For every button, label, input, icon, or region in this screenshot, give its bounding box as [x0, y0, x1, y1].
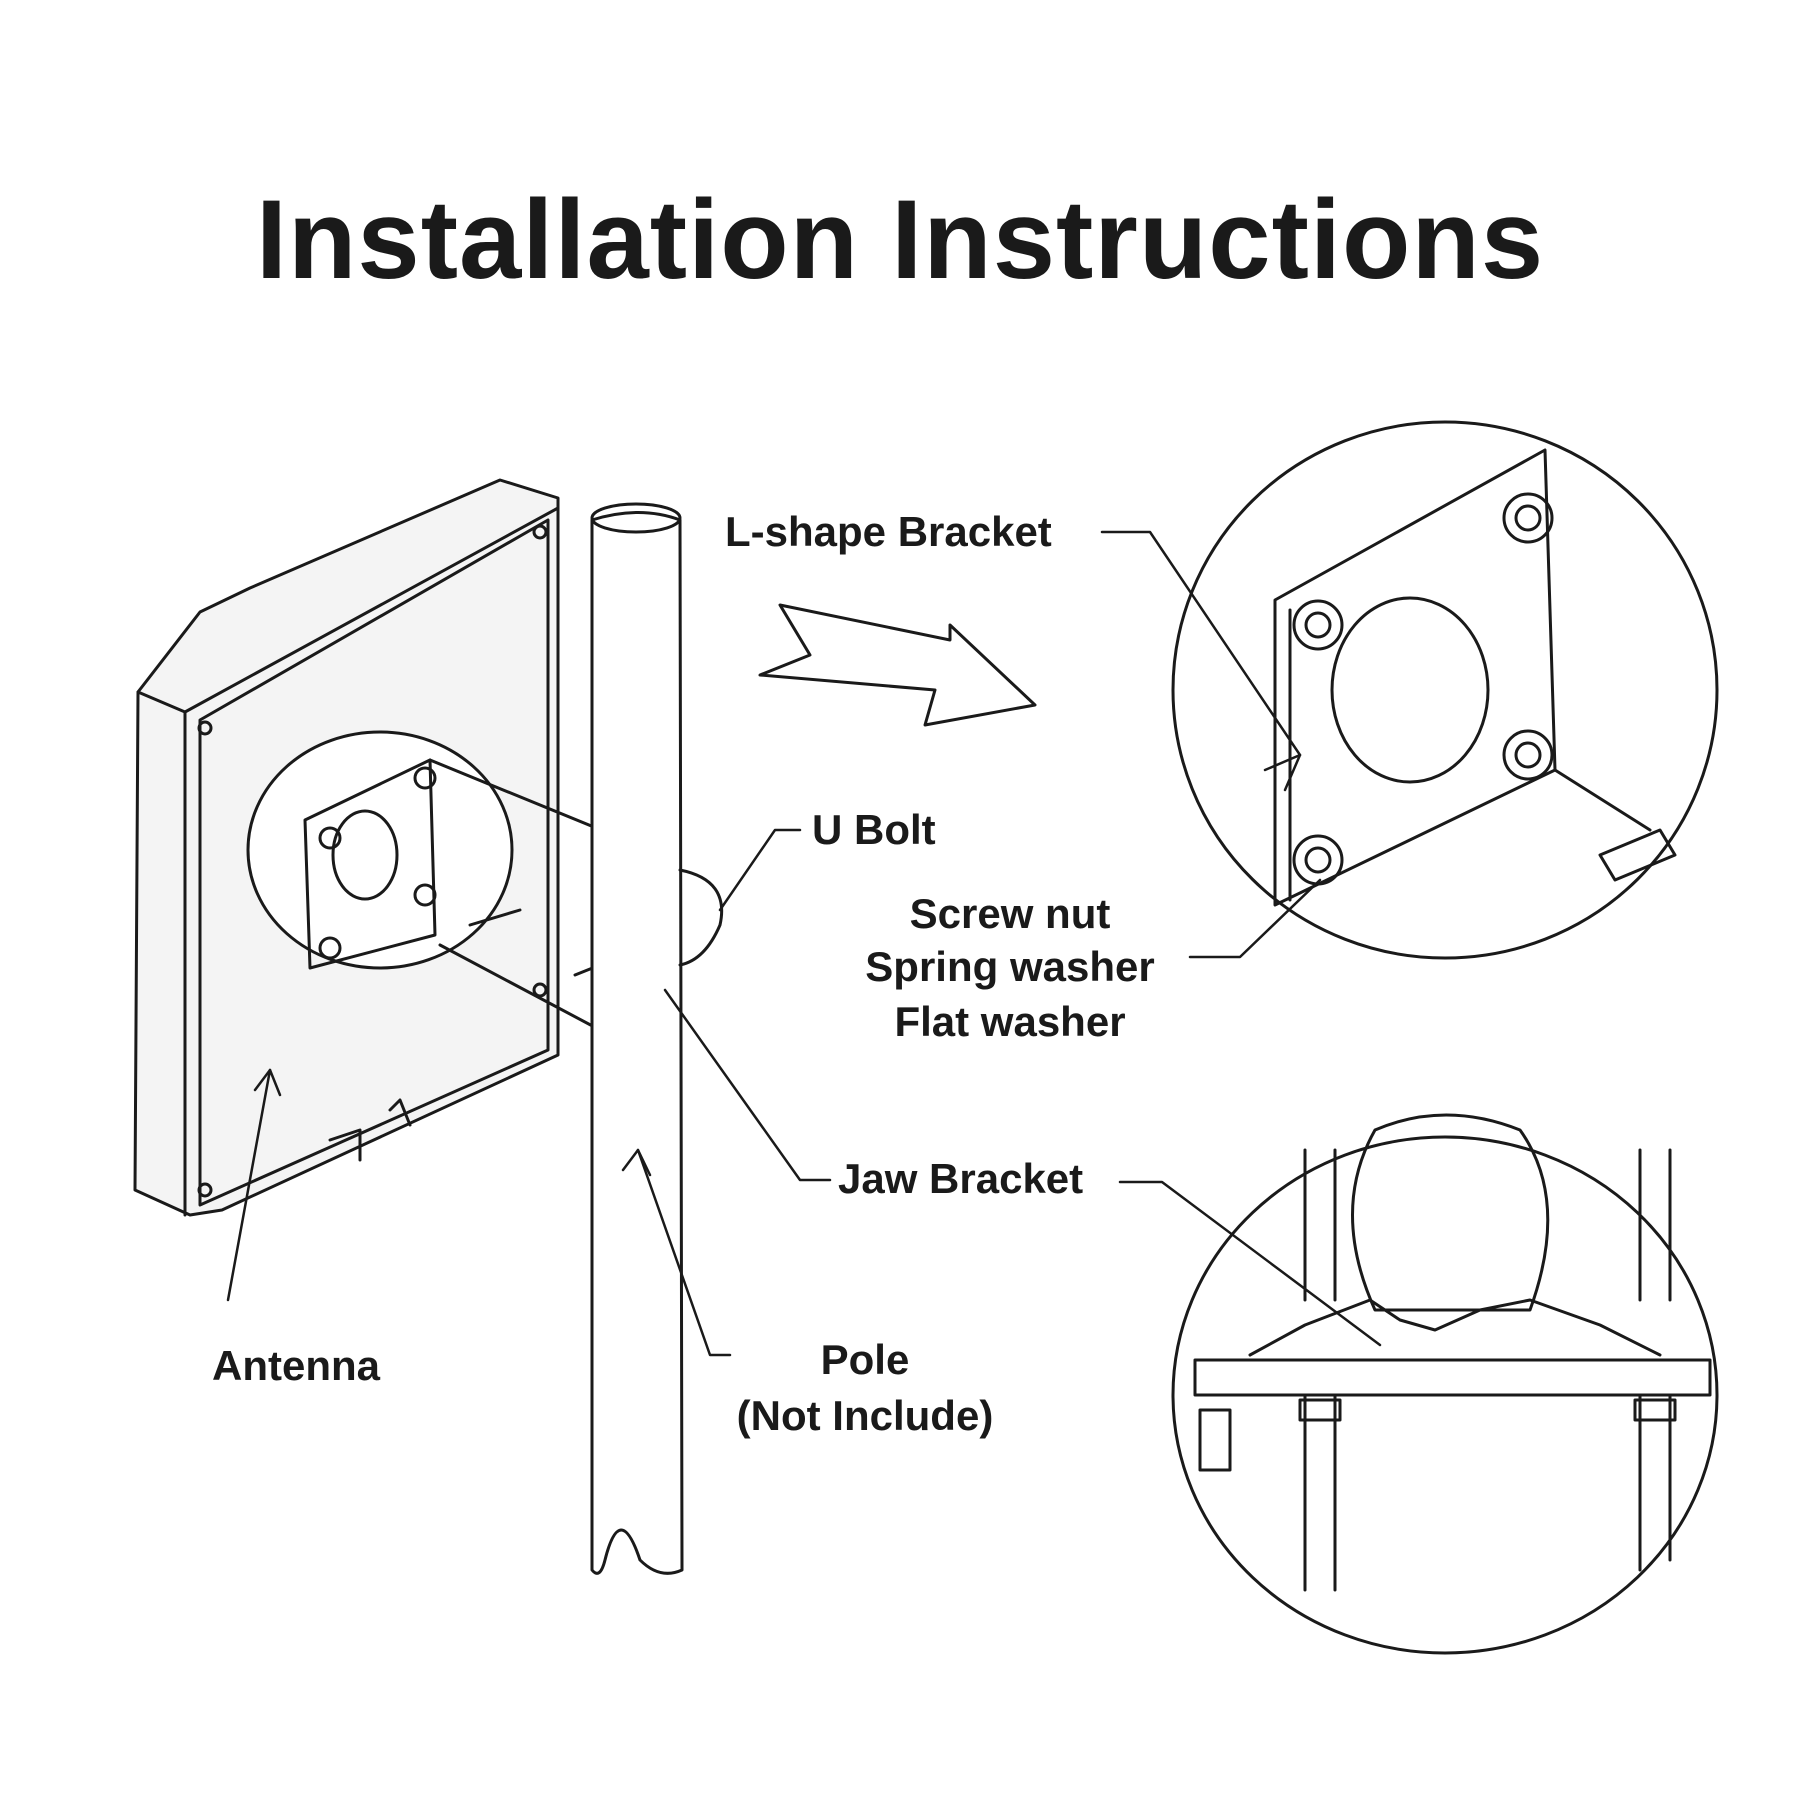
label-jaw-bracket: Jaw Bracket	[838, 1155, 1084, 1202]
page-title: Installation Instructions	[255, 177, 1545, 302]
label-pole-note: (Not Include)	[736, 1392, 994, 1439]
detail-circle-l-bracket	[1171, 420, 1719, 960]
label-screw-nut: Screw nut	[909, 890, 1111, 937]
direction-arrow	[758, 603, 1037, 727]
pole-illustration	[590, 502, 724, 1575]
label-l-shape-bracket: L-shape Bracket	[725, 508, 1052, 555]
label-spring-washer: Spring washer	[865, 943, 1155, 990]
leader-lines	[226, 530, 1382, 1357]
detail-circle-jaw-bracket	[1171, 1113, 1719, 1655]
label-u-bolt: U Bolt	[812, 806, 936, 853]
label-pole: Pole	[820, 1336, 910, 1383]
label-antenna: Antenna	[212, 1342, 380, 1389]
antenna-illustration	[133, 478, 662, 1217]
label-flat-washer: Flat washer	[894, 998, 1126, 1045]
